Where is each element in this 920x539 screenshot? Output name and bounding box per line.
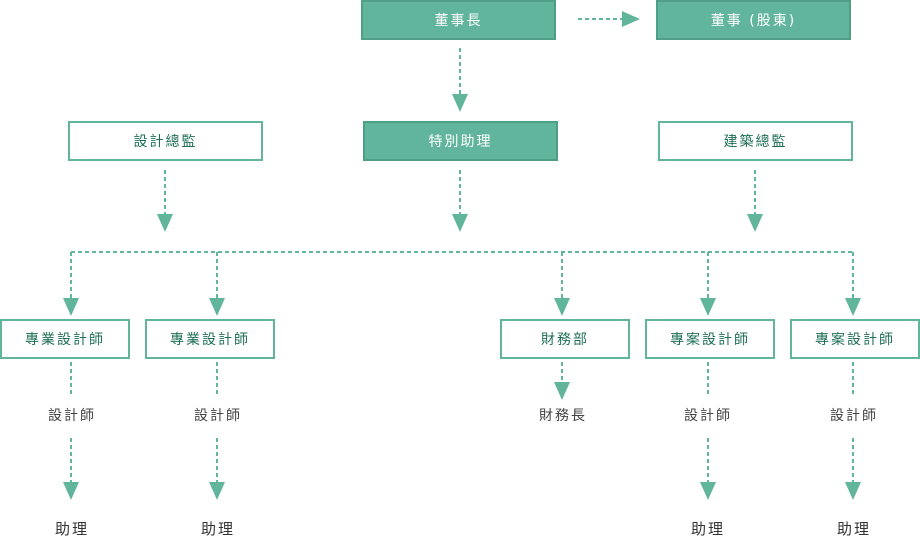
director-label: 董事 (股東)	[710, 13, 797, 29]
branch-box-label: 專業設計師	[170, 332, 250, 348]
branch-box-2: 專業設計師	[145, 319, 275, 359]
sub-label-2: 助理	[200, 520, 236, 538]
role-label-5: 設計師	[830, 408, 878, 424]
branch-box-label: 專業設計師	[25, 332, 105, 348]
role-label-3: 財務長	[539, 408, 587, 424]
branch-box-label: 專案設計師	[670, 332, 750, 348]
branch-box-3: 財務部	[500, 319, 630, 359]
branch-box-label: 財務部	[541, 332, 589, 348]
chairman-box: 董事長	[361, 0, 556, 40]
chairman-label: 董事長	[434, 13, 483, 29]
design-director-box: 設計總監	[68, 121, 263, 161]
special-assistant-label: 特別助理	[428, 134, 493, 150]
branch-box-label: 專案設計師	[815, 332, 895, 348]
director-box: 董事 (股東)	[656, 0, 851, 40]
branch-box-1: 專業設計師	[0, 319, 130, 359]
sub-label-1: 助理	[54, 520, 90, 538]
sub-label-4: 助理	[690, 520, 726, 538]
design-director-label: 設計總監	[133, 134, 198, 150]
role-label-2: 設計師	[194, 408, 242, 424]
role-label-1: 設計師	[48, 408, 96, 424]
sub-label-5: 助理	[836, 520, 872, 538]
branch-box-5: 專案設計師	[790, 319, 920, 359]
special-assistant-box: 特別助理	[363, 121, 558, 161]
role-label-4: 設計師	[684, 408, 732, 424]
architecture-director-box: 建築總監	[658, 121, 853, 161]
architecture-director-label: 建築總監	[723, 134, 788, 150]
branch-box-4: 專案設計師	[645, 319, 775, 359]
